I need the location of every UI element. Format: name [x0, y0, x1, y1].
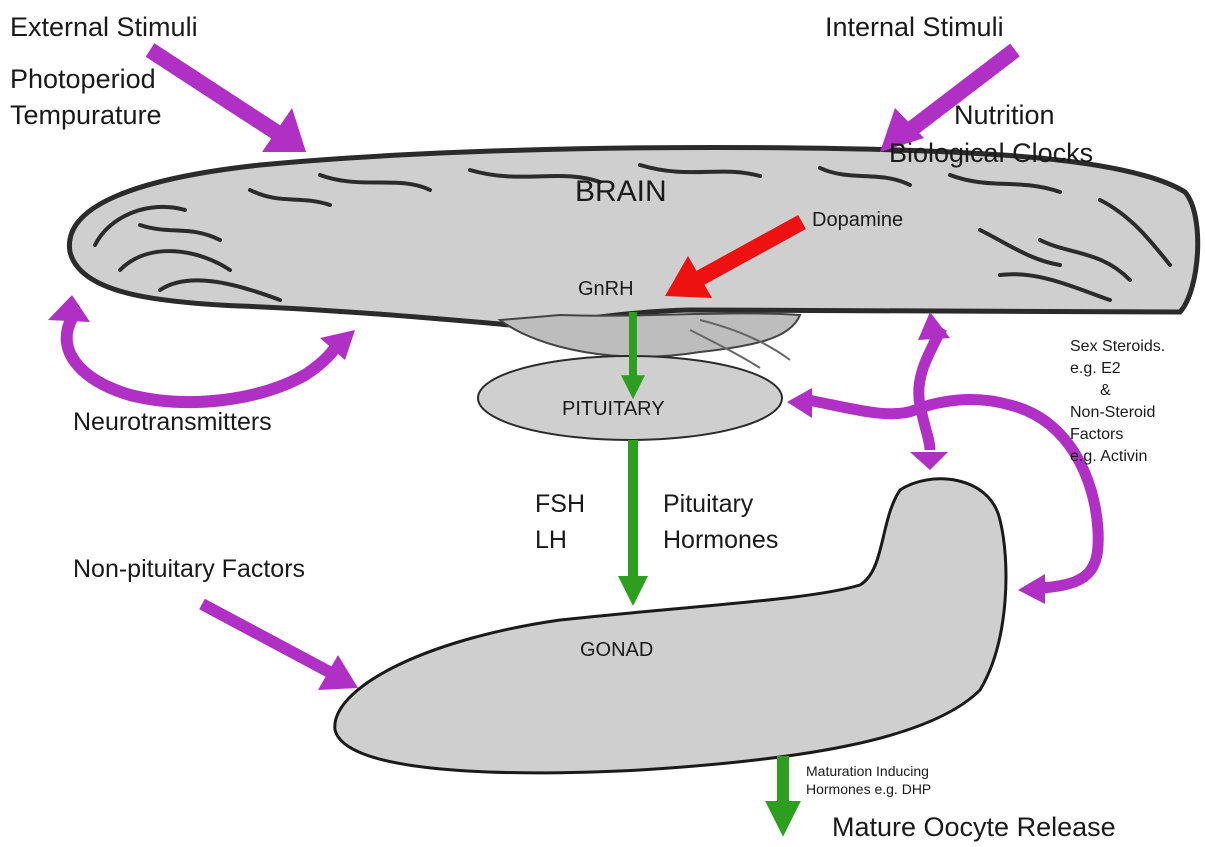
external-stimuli-title: External Stimuli	[10, 14, 198, 41]
nutrition-label: Nutrition	[954, 102, 1055, 129]
gnrh-label: GnRH	[578, 279, 634, 299]
non-pituitary-label: Non-pituitary Factors	[73, 557, 305, 582]
pituitary-hormones-line1: Pituitary	[663, 492, 753, 517]
pituitary-hormones-line2: Hormones	[663, 528, 778, 553]
maturation-line2: Hormones e.g. DHP	[806, 782, 931, 796]
lh-label: LH	[535, 528, 567, 553]
mature-oocyte-release-label: Mature Oocyte Release	[832, 814, 1116, 841]
pituitary-label: PITUITARY	[562, 399, 665, 419]
biological-clocks-label: Biological Clocks	[889, 140, 1093, 167]
feedback-line1: Sex Steroids.	[1070, 339, 1165, 355]
gonad-label: GONAD	[580, 640, 653, 660]
feedback-line5: Factors	[1070, 427, 1123, 443]
brain-label: BRAIN	[575, 177, 667, 207]
photoperiod-label: Photoperiod	[10, 66, 156, 93]
dopamine-label: Dopamine	[812, 210, 903, 230]
neurotransmitters-label: Neurotransmitters	[73, 410, 272, 435]
internal-stimuli-title: Internal Stimuli	[825, 14, 1004, 41]
fsh-label: FSH	[535, 492, 585, 517]
non-pituitary-arrow	[202, 604, 358, 690]
feedback-line6: e.g. Activin	[1070, 449, 1147, 465]
external-stimuli-arrow	[150, 50, 306, 152]
temperature-label: Tempurature	[10, 102, 162, 129]
feedback-line4: Non-Steroid	[1070, 405, 1155, 421]
maturation-line1: Maturation Inducing	[806, 764, 929, 778]
feedback-line3: &	[1100, 383, 1111, 399]
feedback-line2: e.g. E2	[1070, 361, 1121, 377]
gonad-shape	[335, 479, 1006, 773]
